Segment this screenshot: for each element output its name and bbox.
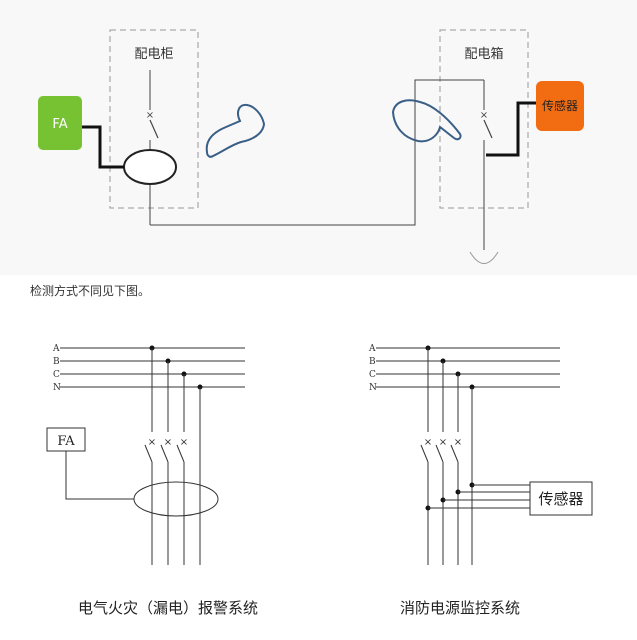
box-contact-mark: × bbox=[480, 110, 488, 121]
contact-mark: × bbox=[148, 437, 156, 448]
top-diagram: 配电柜 配电箱 × × FA 传感器 bbox=[0, 0, 637, 275]
right-system: A B C N × × × bbox=[368, 344, 593, 617]
breaker-blade bbox=[450, 444, 459, 463]
breaker-blade bbox=[176, 444, 185, 463]
fa-label: FA bbox=[52, 117, 67, 132]
box-label: 配电箱 bbox=[464, 46, 503, 62]
current-transformer bbox=[123, 149, 177, 185]
phase-label: B bbox=[53, 357, 60, 367]
cabinet-label: 配电柜 bbox=[134, 47, 173, 62]
phase-label: B bbox=[369, 357, 376, 367]
fa-signal-wire bbox=[65, 451, 134, 500]
breaker-blade bbox=[144, 444, 153, 463]
sensor-box-label: 传感器 bbox=[538, 490, 583, 508]
phase-label: C bbox=[369, 370, 376, 380]
left-system: A B C N × × × bbox=[46, 344, 258, 617]
phase-label: A bbox=[368, 344, 376, 354]
pointing-hand-icon bbox=[205, 103, 266, 158]
contact-mark: × bbox=[454, 437, 462, 448]
contact-mark: × bbox=[424, 437, 432, 448]
left-system-title: 电气火灾（漏电）报警系统 bbox=[78, 599, 258, 617]
sensor-wire bbox=[486, 101, 536, 157]
fa-wire bbox=[82, 125, 124, 169]
top-diagram-svg: 配电柜 配电箱 × × FA 传感器 bbox=[38, 29, 584, 264]
sensor-box bbox=[529, 481, 593, 516]
contact-mark: × bbox=[164, 437, 172, 448]
breaker-blade bbox=[420, 444, 429, 463]
breaker-blade bbox=[160, 444, 169, 463]
residual-current-transformer bbox=[133, 481, 219, 517]
ground-symbol bbox=[469, 251, 499, 264]
phase-label: A bbox=[52, 344, 60, 354]
fa-box-label: FA bbox=[57, 434, 75, 449]
right-system-title: 消防电源监控系统 bbox=[400, 599, 520, 617]
cabinet-contact-mark: × bbox=[146, 110, 154, 121]
fa-block bbox=[38, 96, 82, 150]
distribution-cabinet-frame bbox=[109, 29, 199, 209]
bottom-diagrams: A B C N × × × bbox=[0, 300, 637, 636]
contact-mark: × bbox=[439, 437, 447, 448]
sensor-label: 传感器 bbox=[542, 98, 578, 113]
sensor-block bbox=[536, 81, 584, 131]
phase-label: C bbox=[53, 370, 60, 380]
caption: 检测方式不同见下图。 bbox=[30, 284, 151, 298]
connecting-cable bbox=[150, 79, 484, 226]
breaker-blade bbox=[435, 444, 444, 463]
phase-label: N bbox=[53, 383, 61, 393]
contact-mark: × bbox=[180, 437, 188, 448]
pointing-hand-icon bbox=[391, 99, 462, 143]
cabinet-breaker bbox=[149, 119, 159, 139]
box-breaker bbox=[483, 119, 493, 139]
phase-label: N bbox=[369, 383, 377, 393]
bottom-diagram-svg: A B C N × × × bbox=[46, 344, 593, 617]
